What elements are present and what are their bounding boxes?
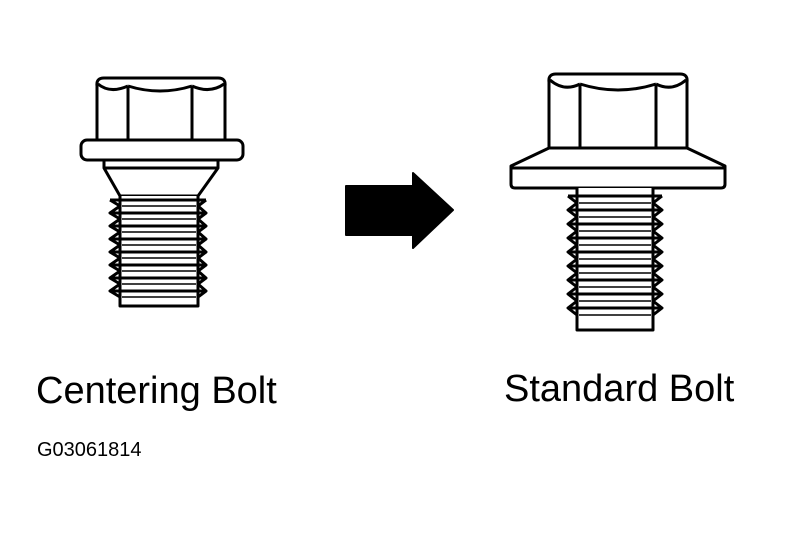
centering-bolt-threads xyxy=(108,196,208,308)
standard-bolt-threads xyxy=(566,188,664,332)
standard-bolt-label: Standard Bolt xyxy=(504,368,735,410)
centering-bolt-label: Centering Bolt xyxy=(36,370,277,412)
figure-id: G03061814 xyxy=(37,439,142,461)
centering-bolt-hex-head xyxy=(95,76,227,142)
centering-bolt-taper xyxy=(102,158,220,198)
standard-bolt-hex-head xyxy=(547,72,689,150)
centering-bolt xyxy=(79,76,245,308)
centering-bolt-flange xyxy=(79,138,245,162)
standard-bolt xyxy=(509,72,727,332)
arrow-right-icon xyxy=(345,172,454,249)
